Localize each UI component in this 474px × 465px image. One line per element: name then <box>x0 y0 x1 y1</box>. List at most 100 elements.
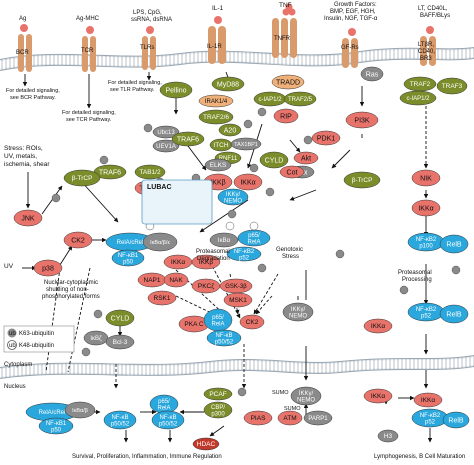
svg-text:Processing: Processing <box>402 277 432 283</box>
node-ikka-r2: IKKα <box>363 318 393 334</box>
node-nfkb2-deg-sublabel: p52 <box>239 256 250 262</box>
svg-text:Ag: Ag <box>19 16 26 22</box>
note-tlr-pathway[interactable]: For detailed signaling, see TLR Pathway. <box>108 80 162 93</box>
node-ras: Ras <box>360 66 384 82</box>
svg-text:ub: ub <box>9 343 16 349</box>
node-p65-n2: p65/RelA <box>149 394 179 414</box>
node-nfkb-mid-sublabel: p50/52 <box>215 340 234 346</box>
sumo-tag: SUMO <box>284 406 301 412</box>
node-ikkg-geno-sublabel: NEMO <box>289 314 307 320</box>
node-p65-rela-label: p65/ <box>212 315 224 321</box>
node-a20-label: A20 <box>224 127 237 134</box>
node-ikb-c: IκBα/β/ε <box>142 232 178 252</box>
node-relb-r2: RelB <box>439 304 469 324</box>
node-p38-label: p38 <box>42 265 54 272</box>
ubiquitin-tag <box>227 209 237 219</box>
ubiquitin-tag <box>225 221 235 231</box>
node-p65-deg: p65/RelA <box>237 229 271 247</box>
svg-text:TCR: TCR <box>81 48 94 54</box>
node-pcaf-label: PCAF <box>209 391 226 398</box>
node-pellino: Pellino <box>159 81 193 99</box>
node-itch: ITCH <box>209 138 233 152</box>
node-nemo-top-label: IKKγ/ <box>226 192 241 198</box>
svg-text:For detailed signaling,: For detailed signaling, <box>108 80 162 86</box>
svg-text:Genotoxic: Genotoxic <box>276 247 303 253</box>
node-p38: p38 <box>33 259 63 277</box>
node-pcaf: PCAF <box>203 387 233 401</box>
svg-text:BR3: BR3 <box>420 56 432 62</box>
node-traf26: TRAF2/6 <box>198 109 234 125</box>
note-tcr-pathway[interactable]: For detailed signaling, see TCR Pathway. <box>62 110 116 123</box>
svg-text:TNFR: TNFR <box>274 36 291 42</box>
svg-text:see TLR Pathway.: see TLR Pathway. <box>110 87 155 93</box>
node-myd88-label: MyD88 <box>217 81 239 88</box>
node-nfkb1-c-label: NF-κB1 <box>118 253 139 259</box>
node-pi3k: PI3K <box>345 111 379 129</box>
svg-text:TLRs: TLRs <box>140 45 154 51</box>
node-ikb-n-label: IκBα/β <box>72 408 88 414</box>
receptor-tlrs: TLRs <box>140 36 156 70</box>
node-relA-n-label: RelA/cRel <box>39 410 66 416</box>
svg-text:BMP, EGF, HGH,: BMP, EGF, HGH, <box>330 9 376 15</box>
node-gsk3b: GSK-3β <box>219 278 253 294</box>
node-ikkg-geno: IKKγ/NEMO <box>282 302 314 322</box>
ligand-il1: IL-1 <box>212 5 224 24</box>
node-pkcz-label: PKCζ <box>198 283 214 290</box>
node-nfkb-n2-sublabel: p50/52 <box>159 422 178 428</box>
node-ikka-mid: IKKα <box>163 254 193 270</box>
node-ck2-mid-label: CK2 <box>246 319 259 326</box>
node-cyld-top: CYLD <box>259 151 289 169</box>
node-ikb-n: IκBα/β <box>64 401 96 419</box>
lubac-complex: LUBAC <box>141 179 213 225</box>
node-nfkb2-r2-label: NF-κB2 <box>416 307 437 313</box>
node-myd88: MyD88 <box>211 76 245 92</box>
node-p65-deg-sublabel: RelA <box>247 240 260 246</box>
node-nap1: NAP1 <box>137 272 167 288</box>
node-pkcz: PKCζ <box>191 278 221 294</box>
legend-k48-swatch <box>7 340 17 350</box>
node-ikba-deg: IκBα <box>209 232 239 248</box>
legend-k63-label: K63-ubiquitin <box>19 331 54 337</box>
node-msk1: MSK1 <box>223 292 253 308</box>
ubiquitin-tag <box>257 263 267 273</box>
ubiquitin-tag <box>81 347 91 357</box>
legend-k48-label: K48-ubiquitin <box>19 343 54 349</box>
svg-text:For detailed signaling,: For detailed signaling, <box>6 88 60 94</box>
node-cot: Cot <box>279 165 305 179</box>
node-ikka-r: IKKα <box>411 199 441 217</box>
node-nfkb-mid-label: NF-κB <box>216 333 233 339</box>
node-uev1a: UEV1A <box>152 139 180 153</box>
receptor-gfrs: GF-Rs <box>341 38 359 68</box>
output-right: Lymphogenesis, B Cell Maturation <box>374 454 465 460</box>
node-p65-n2-sublabel: RelA <box>157 406 170 412</box>
node-ikkg-n-sublabel: NEMO <box>297 398 315 404</box>
node-rsk1-label: RSK1 <box>154 295 171 302</box>
node-itch-label: ITCH <box>213 142 228 149</box>
svg-text:Stress: ROIs,: Stress: ROIs, <box>4 145 43 152</box>
svg-text:For detailed signaling,: For detailed signaling, <box>62 110 116 116</box>
node-nik: NIK <box>411 169 441 187</box>
node-hdac: HDAC <box>192 437 220 451</box>
node-traf26-label: TRAF2/6 <box>203 114 229 121</box>
svg-text:Nuclear-cytoplasmic: Nuclear-cytoplasmic <box>44 280 98 286</box>
node-ikka-r-label: IKKα <box>418 205 433 212</box>
node-ikka-r2-label: IKKα <box>371 323 385 330</box>
note-bcr-pathway[interactable]: For detailed signaling, see BCR Pathway. <box>6 88 60 101</box>
node-parp1-label: PARP1 <box>308 416 328 422</box>
node-rsk1: RSK1 <box>147 290 177 306</box>
node-msk1-label: MSK1 <box>229 297 247 304</box>
svg-text:Proteasomal: Proteasomal <box>398 270 432 276</box>
node-nemo-top: IKKγ/NEMO <box>217 188 249 206</box>
node-pdk1-label: PDK1 <box>317 135 335 142</box>
node-ras-label: Ras <box>366 71 379 78</box>
node-elks: ELKS <box>204 158 232 172</box>
node-ikkb-mid-label: IKKβ <box>199 259 213 266</box>
node-elks-label: ELKS <box>210 162 227 169</box>
node-ciap-r-label: c-IAP1/2 <box>406 96 430 102</box>
